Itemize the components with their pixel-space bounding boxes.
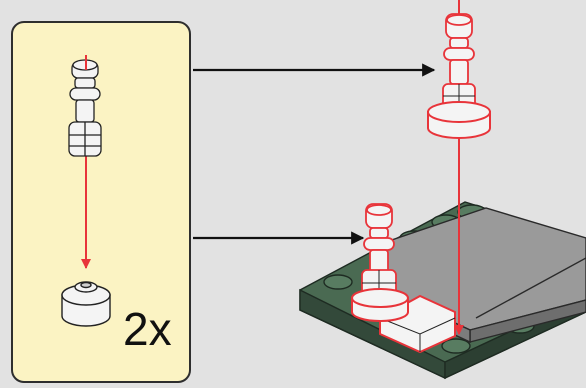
round-brick-icon	[61, 281, 111, 327]
connector-pin-icon	[361, 203, 397, 297]
round-brick-icon	[427, 101, 491, 139]
connector-pin-icon	[68, 59, 102, 157]
quantity-label: 2x	[123, 303, 172, 355]
connector-pin-icon	[442, 13, 476, 109]
round-brick-icon	[351, 288, 409, 322]
